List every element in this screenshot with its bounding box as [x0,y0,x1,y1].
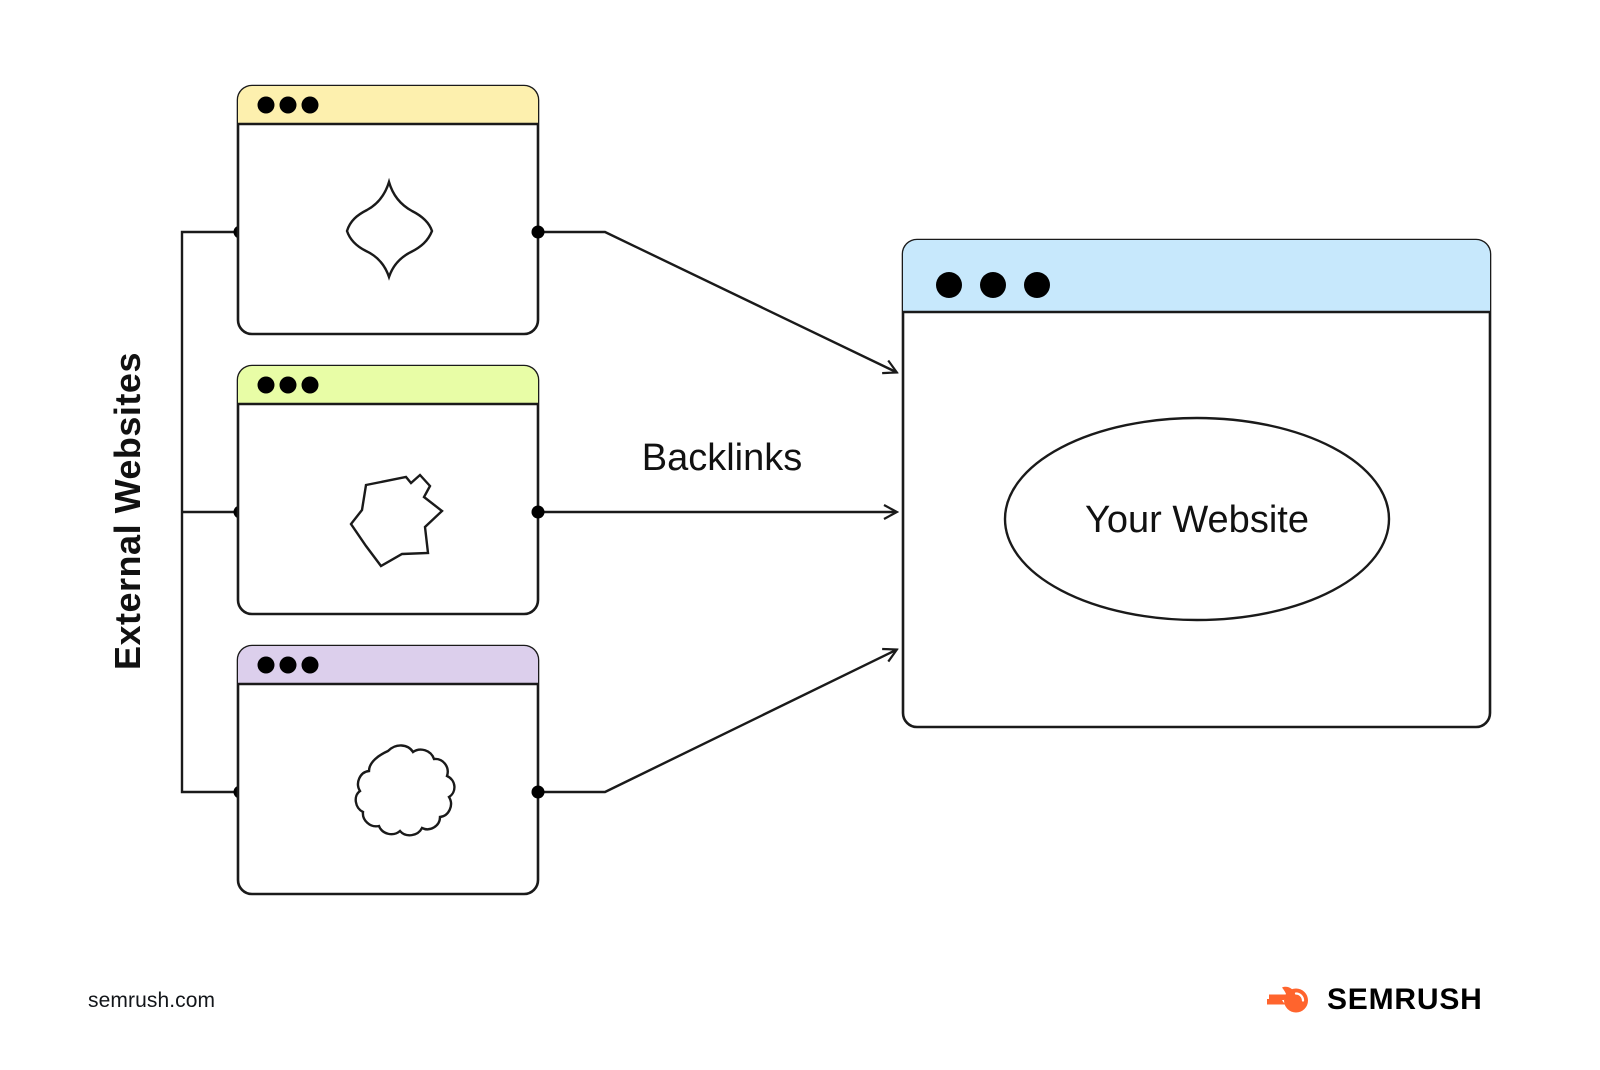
external-websites-label: External Websites [107,352,148,670]
semrush-wordmark: SEMRUSH [1327,983,1483,1016]
backlinks-label: Backlinks [642,437,803,479]
window-3-blob-icon [354,744,456,837]
semrush-mark-icon [1267,986,1308,1013]
backlink-connectors [531,225,897,799]
window-dot-maximize [1024,272,1050,298]
window-1-blob-icon [345,177,434,281]
window-dot-close [257,96,275,114]
window-3-titlebar [238,646,538,684]
your-website-titlebar [903,240,1490,312]
window-3-traffic-light-dots [257,656,319,674]
window-2-blob-icon [349,473,444,568]
external-window-1[interactable] [236,84,540,336]
window-1-titlebar [238,86,538,124]
window-dot-close [257,656,275,674]
window-dot-maximize [301,96,319,114]
window-1-traffic-light-dots [257,96,319,114]
window-dot-maximize [301,656,319,674]
your-website-window[interactable]: Your Website [901,238,1492,729]
backlink-arrow-1 [538,230,896,372]
window-dot-minimize [279,96,297,114]
window-dot-maximize [301,376,319,394]
window-dot-minimize [980,272,1006,298]
external-websites-text: External Websites [107,352,148,670]
footer-source-url: semrush.com [88,989,216,1012]
your-website-traffic-light-dots [936,272,1050,298]
window-2-titlebar [238,366,538,404]
your-website-label: Your Website [1085,499,1309,541]
backlink-source-dot-3 [531,785,545,799]
window-dot-minimize [279,376,297,394]
window-dot-minimize [279,656,297,674]
backlink-source-dot-1 [531,225,545,239]
your-website-ellipse [1003,416,1391,622]
window-dot-close [936,272,962,298]
backlink-arrow-3 [538,650,896,794]
external-window-3[interactable] [236,644,540,896]
external-window-2[interactable] [236,364,540,616]
semrush-logo: SEMRUSH [1266,982,1483,1018]
backlink-source-dot-2 [531,505,545,519]
window-2-traffic-light-dots [257,376,319,394]
window-dot-close [257,376,275,394]
